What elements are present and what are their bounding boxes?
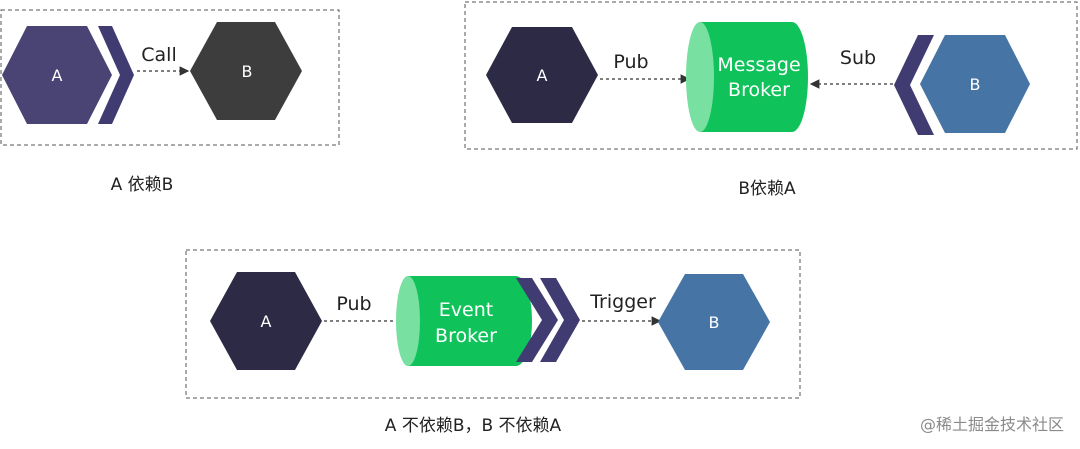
panel-2-frame: [464, 1, 1078, 150]
broker-label-line1: Event: [439, 299, 493, 321]
node-a-hexagon: [2, 26, 112, 124]
panel-a-depends-b: A Call B: [0, 9, 340, 146]
panel-decoupled: A Pub Event Broker Trigger B: [185, 249, 801, 399]
edge-label-trigger: Trigger: [589, 291, 656, 313]
node-a-hexagon: [210, 272, 322, 370]
node-b-label: B: [242, 62, 253, 81]
node-a-label: A: [537, 66, 548, 85]
edge-label-call: Call: [141, 44, 176, 66]
caption-1: A 依赖B: [111, 175, 174, 195]
broker-label-line2: Broker: [728, 79, 790, 101]
node-b-label: B: [970, 75, 981, 94]
node-b-hexagon: [190, 22, 302, 120]
message-broker-cylinder: [686, 22, 808, 132]
edge-label-sub: Sub: [840, 47, 876, 69]
node-b-hexagon: [658, 274, 770, 370]
broker-label-line1: Message: [717, 54, 800, 76]
node-a-label: A: [261, 312, 272, 331]
chevron-icon: [516, 278, 558, 362]
caption-3: A 不依赖B，B 不依赖A: [385, 416, 562, 436]
event-broker-cylinder: [396, 276, 532, 366]
panel-3-frame: [185, 249, 801, 399]
node-b-label: B: [709, 313, 720, 332]
panel-1-frame: [0, 9, 340, 146]
chevron-icon: [98, 26, 134, 124]
caption-2: B依赖A: [738, 179, 796, 199]
node-a-hexagon: [486, 27, 598, 123]
node-b-hexagon: [920, 35, 1030, 133]
watermark: @稀土掘金技术社区: [920, 415, 1064, 434]
node-a-label: A: [52, 66, 63, 85]
chevron-icon: [894, 35, 934, 135]
chevron-icon: [540, 278, 580, 362]
edge-label-pub: Pub: [336, 293, 371, 315]
edge-label-pub: Pub: [613, 51, 648, 73]
broker-label-line2: Broker: [435, 325, 497, 347]
panel-b-depends-a: A Pub Message Broker Sub B: [464, 1, 1078, 150]
